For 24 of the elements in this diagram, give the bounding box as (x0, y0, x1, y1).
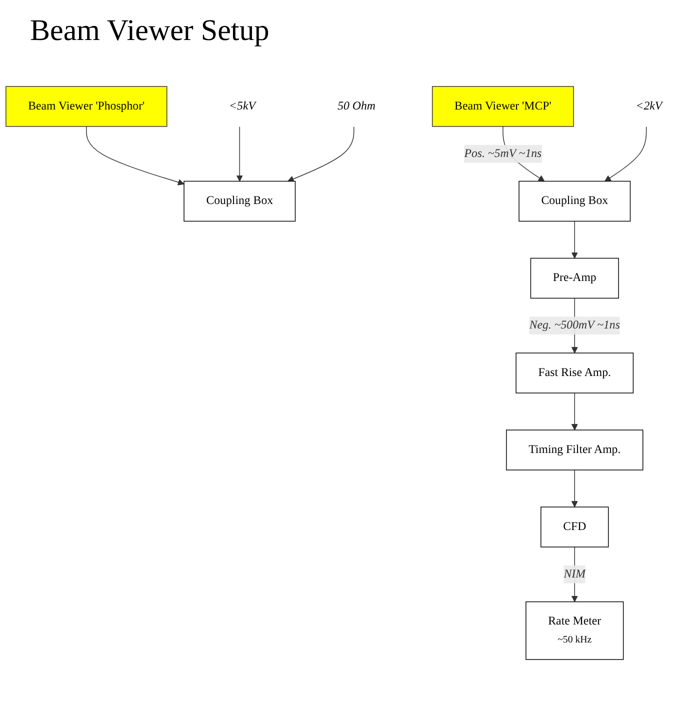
node-box: Fast Rise Amp. (516, 352, 634, 394)
edge-label: Pos. ~5mV ~1ns (464, 147, 542, 160)
node-text: 50 Ohm (338, 100, 376, 112)
arrow (86, 126, 184, 186)
diagram-title: Beam Viewer Setup (30, 14, 270, 48)
arrow (571, 470, 578, 508)
node-box: Rate Meter ~50 kHz (526, 601, 624, 660)
arrow (236, 126, 243, 182)
node-box: Coupling Box (518, 180, 631, 222)
node-box: Coupling Box (184, 180, 296, 222)
node-box: Timing Filter Amp. (506, 430, 644, 470)
node-text: <2kV (636, 100, 662, 112)
node-text: <5kV (229, 100, 256, 112)
node-box: Beam Viewer 'Phosphor' (6, 86, 168, 127)
arrow (604, 126, 647, 182)
node-box: Beam Viewer 'MCP' (432, 86, 574, 127)
arrow (571, 546, 578, 602)
node-box: Pre-Amp (530, 258, 619, 299)
edge-label: Neg. ~500mV ~1ns (529, 318, 620, 332)
arrow (288, 126, 354, 182)
edge-label: NIM (564, 568, 586, 580)
arrow (571, 392, 578, 430)
node-box: CFD (540, 506, 609, 548)
arrow (571, 220, 578, 259)
